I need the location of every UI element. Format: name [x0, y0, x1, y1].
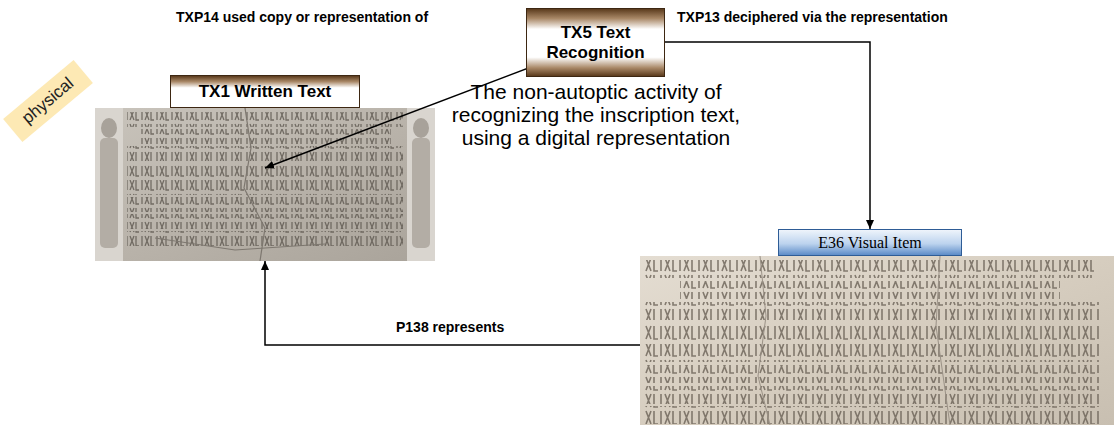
description-text: The non-autoptic activity of recognizing… — [451, 80, 741, 149]
node-heading: TX1 Written Text — [170, 75, 360, 108]
node-heading: TX5 Text Recognition — [526, 8, 665, 77]
class-box: TX1 Written Text — [95, 75, 435, 261]
node-title: TX5 Text Recognition — [535, 23, 656, 62]
node-title: TX1 Written Text — [199, 82, 332, 102]
inscription-photo — [95, 108, 435, 261]
edge-label: TXP14 used copy or representation of — [174, 9, 430, 25]
node-heading: E36 Visual Item — [778, 229, 962, 256]
connector-arrow — [265, 261, 640, 345]
edge-label: TXP13 deciphered via the representation — [675, 9, 950, 25]
physical-tag: physical — [3, 60, 93, 142]
class-box: E36 Visual Item — [640, 229, 1114, 425]
node-title: E36 Visual Item — [818, 234, 922, 252]
inscription-photo — [640, 256, 1114, 425]
edge-label: P138 represents — [394, 319, 506, 335]
class-box: TX5 Text Recognition — [526, 8, 665, 77]
